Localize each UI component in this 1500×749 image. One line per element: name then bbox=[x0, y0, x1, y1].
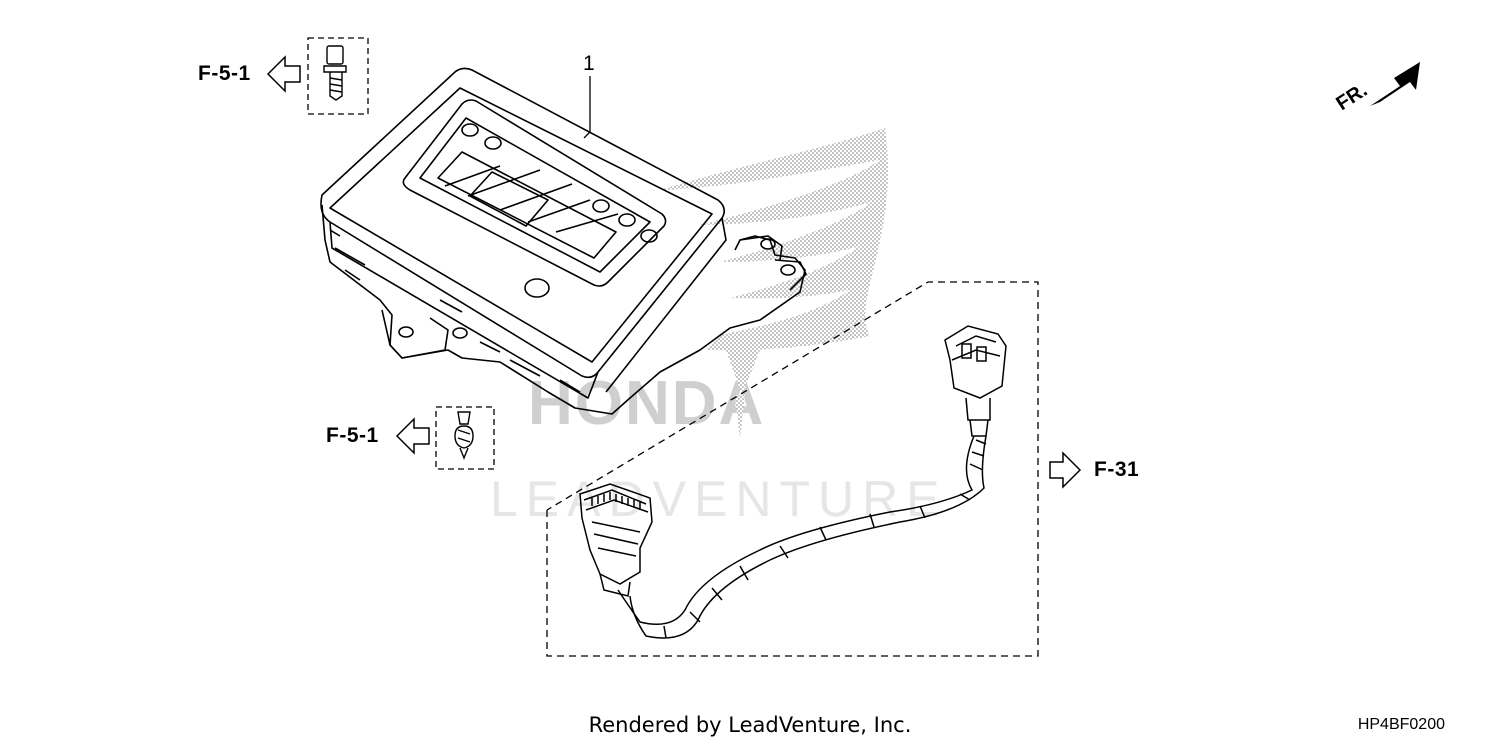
front-direction-arrow-icon bbox=[1370, 62, 1420, 106]
mid-screw-box bbox=[435, 406, 495, 470]
top-screw-box bbox=[307, 37, 369, 115]
screw-icon bbox=[454, 411, 474, 460]
reference-f-31[interactable]: F-31 bbox=[1094, 458, 1140, 481]
rendered-by-credit: Rendered by LeadVenture, Inc. bbox=[588, 713, 912, 737]
arrow-right-icon bbox=[1049, 451, 1082, 489]
leader-line-part-1 bbox=[583, 76, 591, 139]
wire-harness bbox=[579, 325, 1007, 639]
diagram-code: HP4BF0200 bbox=[1357, 716, 1445, 733]
meter-unit bbox=[320, 67, 807, 415]
bolt-icon bbox=[323, 45, 347, 101]
reference-f-5-1-top[interactable]: F-5-1 bbox=[198, 62, 251, 85]
honda-wing-watermark bbox=[660, 128, 888, 440]
wire-harness-box bbox=[546, 281, 1039, 657]
arrow-left-icon bbox=[266, 55, 301, 93]
reference-f-5-1-mid[interactable]: F-5-1 bbox=[326, 424, 379, 447]
part-number-1: 1 bbox=[583, 52, 595, 75]
arrow-left-icon bbox=[395, 417, 430, 455]
